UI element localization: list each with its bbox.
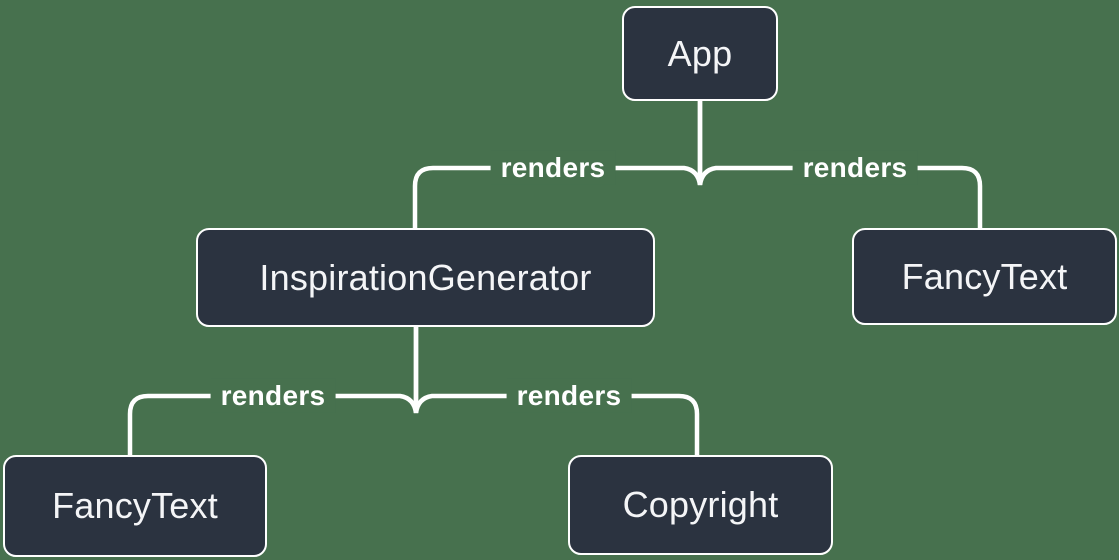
node-label: InspirationGenerator (259, 256, 592, 298)
edge-label-app-to-fancy-text-top: renders (792, 150, 918, 186)
node-label: Copyright (622, 484, 779, 525)
edge-label-inspiration-generator-to-fancy-text-bottom: renders (210, 378, 336, 414)
edge-label-inspiration-generator-to-copyright: renders (506, 378, 632, 414)
node-label: FancyText (901, 255, 1068, 297)
node-copyright: Copyright (568, 455, 833, 555)
node-fancy-text-bottom: FancyText (3, 455, 267, 557)
node-fancy-text-top: FancyText (852, 228, 1117, 325)
node-app: App (622, 6, 778, 101)
node-inspiration-generator: InspirationGenerator (196, 228, 655, 327)
edge-label-app-to-inspiration-generator: renders (490, 150, 616, 186)
node-label: FancyText (52, 485, 218, 526)
node-label: App (667, 32, 733, 74)
